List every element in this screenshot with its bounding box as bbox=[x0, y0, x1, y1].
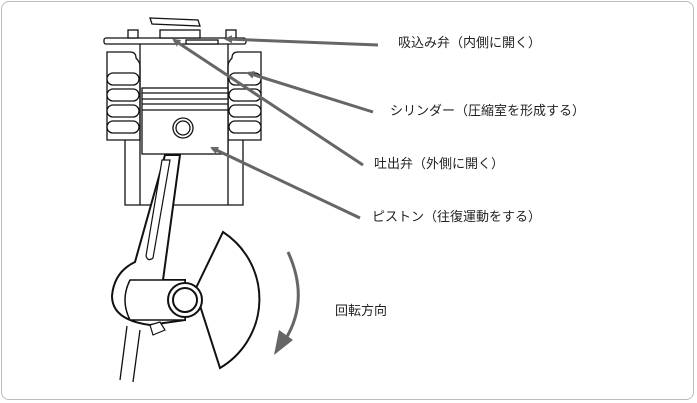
label-cylinder: シリンダー（圧縮室を形成する） bbox=[390, 104, 586, 119]
discharge-valve bbox=[185, 39, 219, 45]
rotation-arrow bbox=[283, 251, 300, 341]
label-discharge-valve: 吐出弁（外側に開く） bbox=[374, 157, 505, 172]
rotation-arrowhead-icon bbox=[274, 330, 293, 355]
cooling-fins-left bbox=[106, 51, 141, 141]
pointer-discharge-valve bbox=[172, 38, 364, 167]
crank-counterweight bbox=[193, 230, 261, 370]
pointer-piston bbox=[210, 146, 361, 220]
intake-valve-reed bbox=[149, 17, 201, 27]
cylinder bbox=[103, 17, 262, 206]
pointer-cylinder bbox=[246, 70, 374, 114]
label-intake-valve: 吸込み弁（内側に開く） bbox=[398, 36, 542, 51]
connecting-rod bbox=[110, 154, 203, 383]
label-rotation: 回転方向 bbox=[335, 304, 388, 319]
pointer-intake-valve bbox=[224, 35, 379, 47]
label-piston: ピストン（往復運動をする） bbox=[372, 210, 542, 225]
